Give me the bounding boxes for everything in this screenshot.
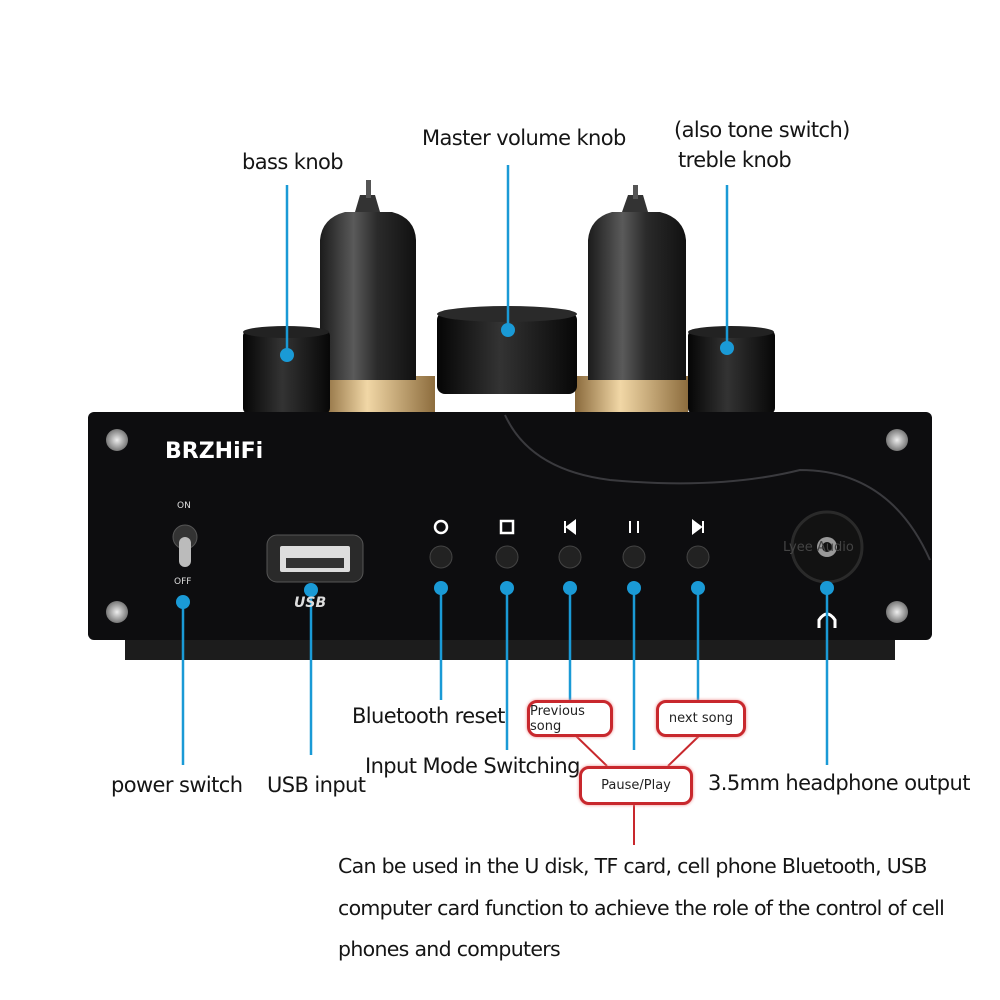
bass-knob-label: bass knob (242, 150, 344, 174)
pause-play-callout: Pause/Play (579, 766, 693, 805)
power-switch-label: power switch (111, 773, 243, 797)
previous-icon (564, 519, 576, 535)
usb-port (266, 534, 364, 583)
screw-icons (106, 429, 908, 623)
mode-icon (499, 519, 515, 535)
front-panel (88, 412, 932, 640)
bluetooth-reset-label: Bluetooth reset (352, 704, 505, 728)
panel-buttons (429, 545, 710, 569)
next-icon (692, 519, 704, 535)
left-tube (320, 180, 435, 412)
switch-on-label: ON (177, 501, 191, 511)
reset-icon (433, 519, 449, 535)
watermark: Lyee Audio (783, 540, 854, 555)
leader-dots (176, 323, 834, 609)
switch-off-label: OFF (174, 577, 191, 587)
previous-song-callout: Previous song (527, 700, 613, 737)
callout-connectors (574, 734, 701, 845)
power-toggle-switch (172, 524, 198, 567)
leader-lines (181, 165, 829, 765)
headphone-output-label: 3.5mm headphone output (708, 771, 970, 795)
treble-knob-label: treble knob (678, 148, 792, 172)
right-tube (575, 185, 688, 412)
description-line: computer card function to achieve the ro… (338, 895, 945, 920)
treble-knob (688, 326, 775, 414)
input-mode-label: Input Mode Switching (365, 754, 580, 778)
master-volume-label: Master volume knob (422, 126, 626, 150)
description-line: Can be used in the U disk, TF card, cell… (338, 854, 927, 878)
brand-logo: BRZHiFi (165, 439, 263, 464)
bass-knob (243, 326, 330, 414)
master-volume-knob (437, 306, 577, 394)
pause-icon (629, 521, 639, 533)
next-song-callout: next song (656, 700, 746, 737)
tone-switch-note: (also tone switch) (674, 118, 850, 142)
usb-input-label: USB input (267, 773, 366, 797)
description: Can be used in the U disk, TF card, cell… (338, 846, 945, 971)
usb-logo: USB (294, 595, 326, 611)
description-line: phones and computers (338, 937, 561, 961)
